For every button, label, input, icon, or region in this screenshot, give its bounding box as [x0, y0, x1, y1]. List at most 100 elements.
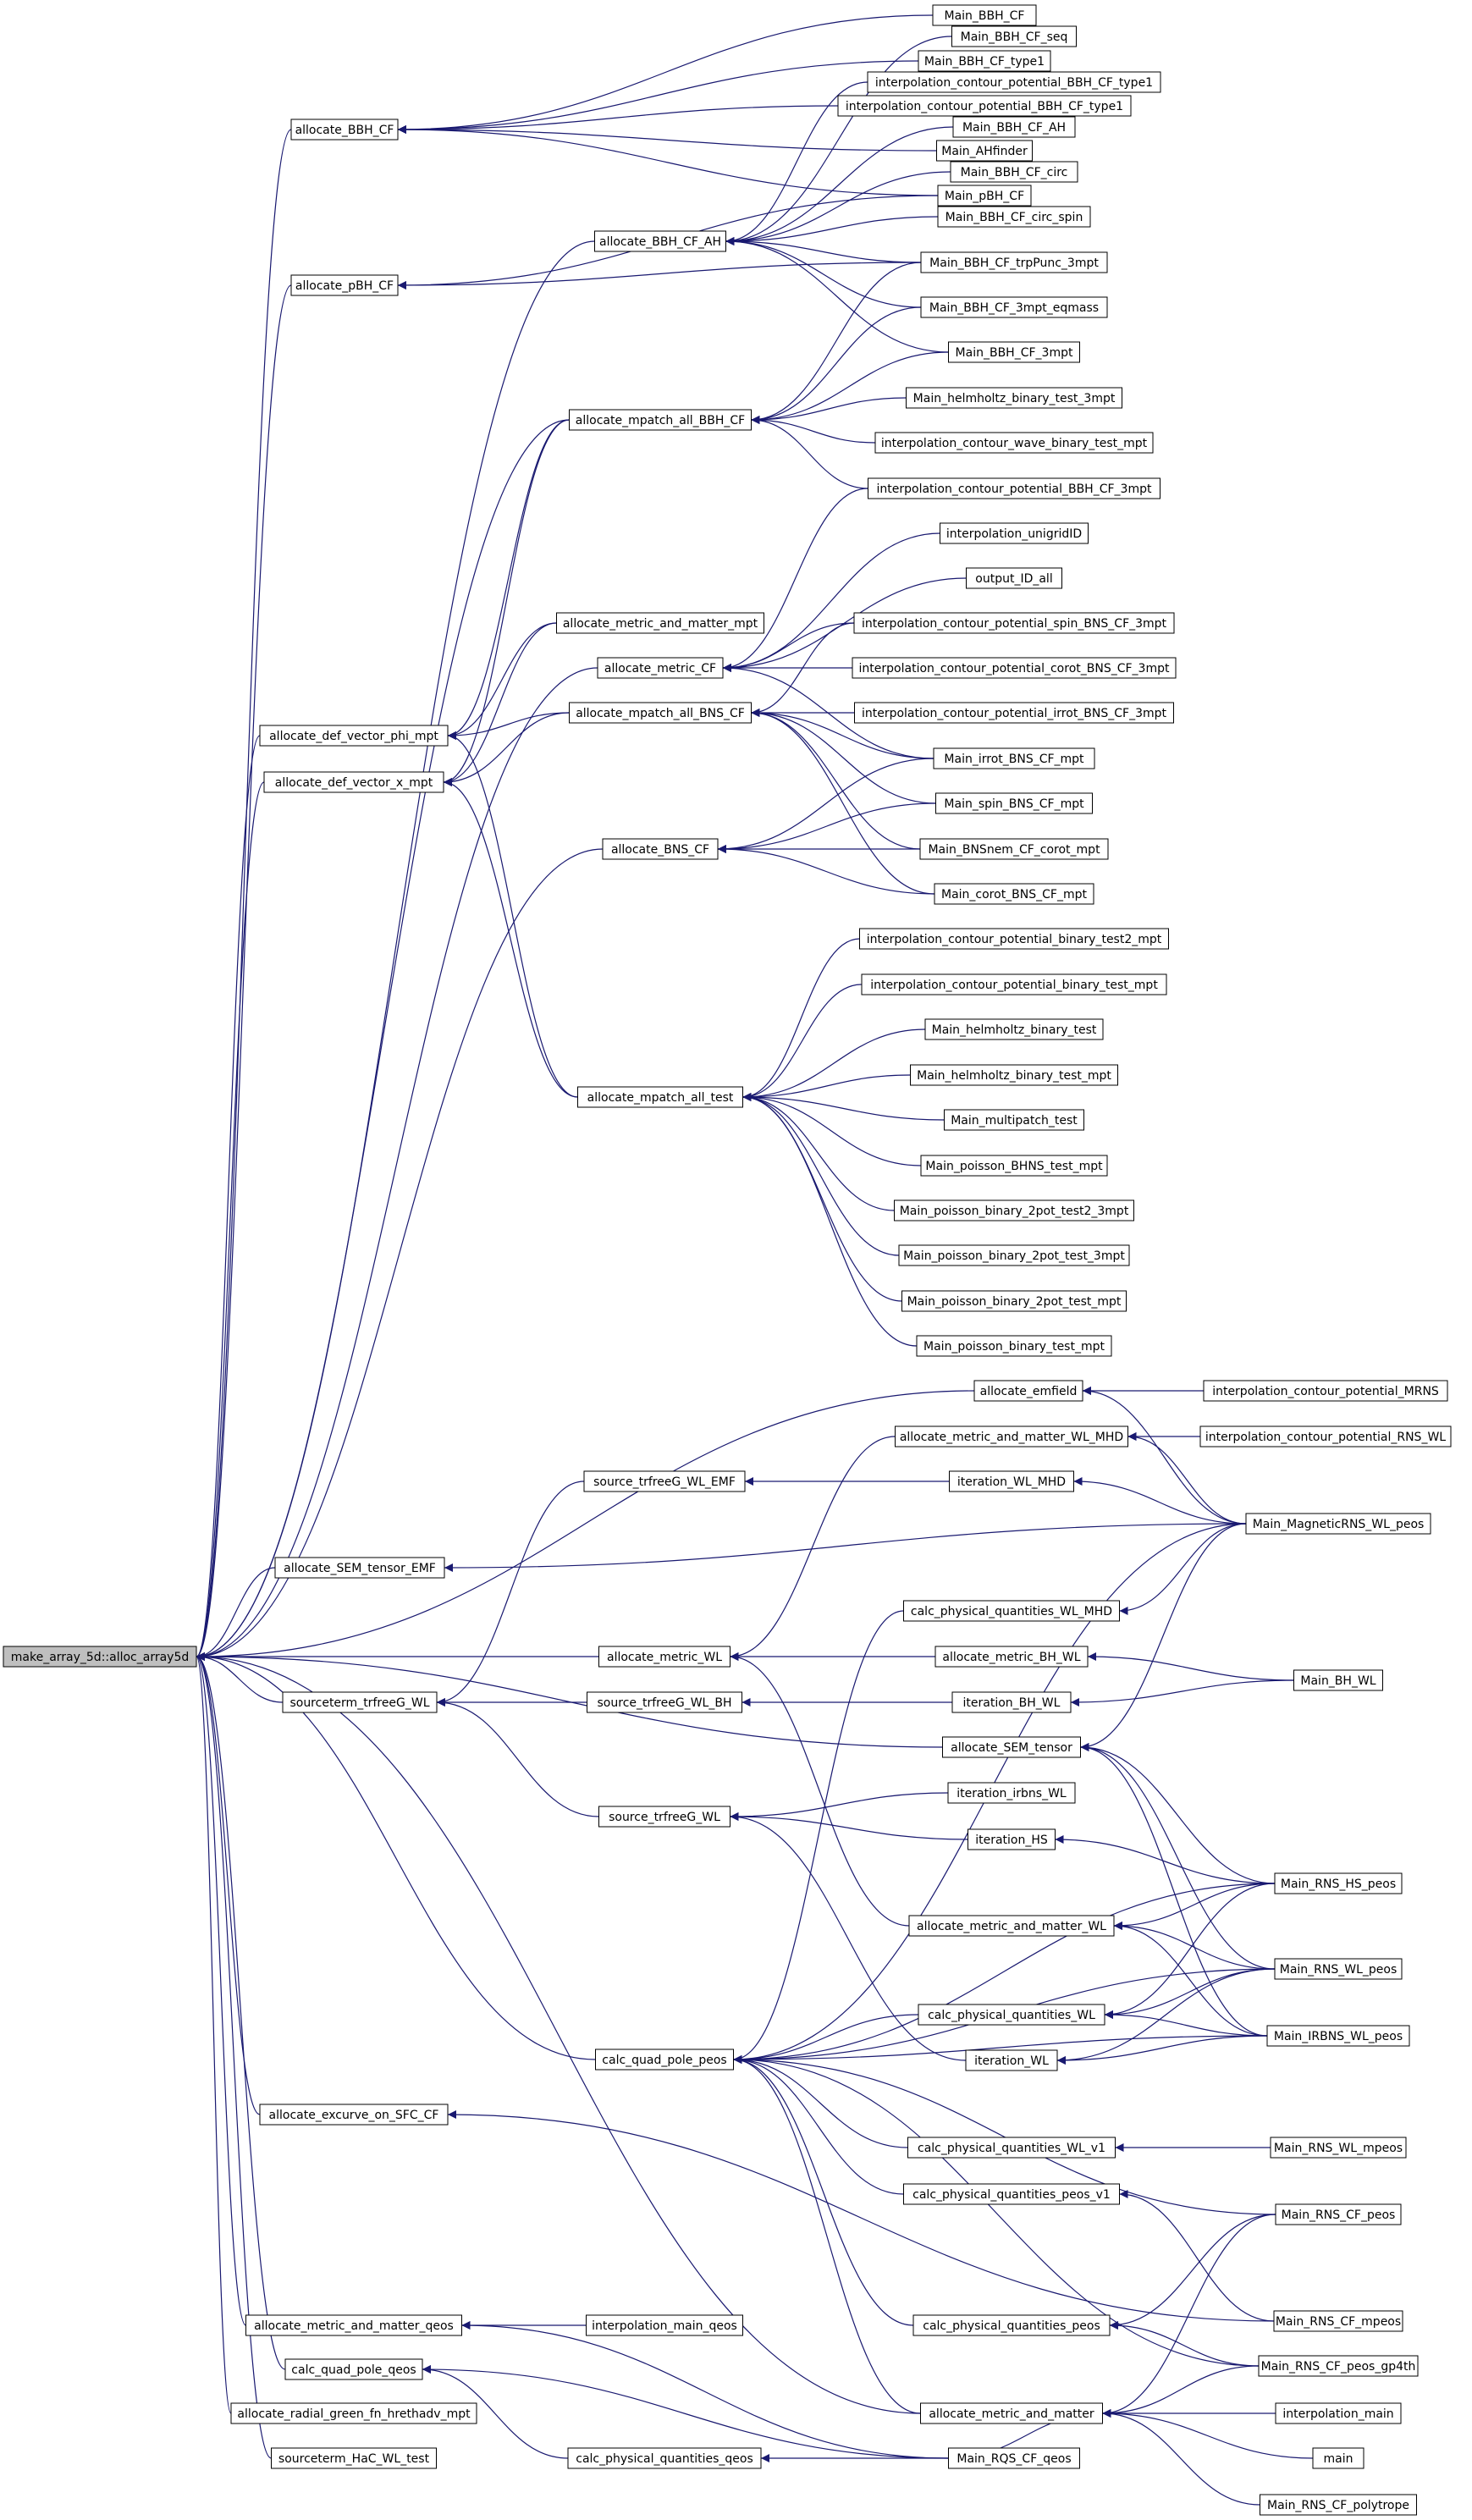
function-node-calc-physical-quantities-qeos[interactable]: calc_physical_quantities_qeos	[567, 2447, 762, 2469]
function-node-main-poisson-binary-2pot-test-mpt[interactable]: Main_poisson_binary_2pot_test_mpt	[901, 1290, 1127, 1312]
function-node-interpolation-contour-potential-spin-bns-cf-3mpt[interactable]: interpolation_contour_potential_spin_BNS…	[853, 612, 1175, 634]
function-node-main-bbh-cf-ah[interactable]: Main_BBH_CF_AH	[952, 116, 1076, 138]
function-node-allocate-def-vector-phi-mpt[interactable]: allocate_def_vector_phi_mpt	[259, 725, 449, 747]
function-node-interpolation-contour-potential-bbh-cf-3mpt[interactable]: interpolation_contour_potential_BBH_CF_3…	[868, 477, 1161, 499]
function-node-allocate-radial-green-fn-hrethadv-mpt[interactable]: allocate_radial_green_fn_hrethadv_mpt	[230, 2402, 477, 2424]
call-edge	[1087, 1652, 1294, 1681]
function-node-interpolation-contour-potential-corot-bns-cf-3mpt[interactable]: interpolation_contour_potential_corot_BN…	[852, 657, 1177, 679]
function-node-main-pbh-cf[interactable]: Main_pBH_CF	[937, 185, 1032, 207]
function-node-allocate-emfield[interactable]: allocate_emfield	[973, 1380, 1083, 1402]
function-node-allocate-metric-wl[interactable]: allocate_metric_WL	[598, 1646, 730, 1668]
function-node-iteration-bh-wl[interactable]: iteration_BH_WL	[951, 1691, 1072, 1713]
function-node-main-bbh-cf[interactable]: Main_BBH_CF	[932, 4, 1037, 26]
function-node-main-bbh-cf-3mpt-eqmass[interactable]: Main_BBH_CF_3mpt_eqmass	[920, 296, 1108, 318]
function-node-main-ahfinder[interactable]: Main_AHfinder	[936, 140, 1033, 162]
function-node-main-helmholtz-binary-test[interactable]: Main_helmholtz_binary_test	[924, 1018, 1104, 1040]
function-node-main-helmholtz-binary-test-3mpt[interactable]: Main_helmholtz_binary_test_3mpt	[906, 387, 1122, 409]
function-node-main-rns-cf-mpeos[interactable]: Main_RNS_CF_mpeos	[1273, 2310, 1403, 2332]
function-node-allocate-bbh-cf[interactable]: allocate_BBH_CF	[290, 119, 399, 141]
function-node-allocate-metric-and-matter-wl-mhd[interactable]: allocate_metric_and_matter_WL_MHD	[895, 1425, 1128, 1447]
function-node-interpolation-unigridid[interactable]: interpolation_unigridID	[940, 522, 1089, 544]
call-edge	[733, 2055, 914, 2326]
function-node-iteration-wl[interactable]: iteration_WL	[965, 2049, 1058, 2071]
function-node-main-corot-bns-cf-mpt[interactable]: Main_corot_BNS_CF_mpt	[934, 883, 1094, 905]
function-node-interpolation-contour-potential-binary-test-mpt[interactable]: interpolation_contour_potential_binary_t…	[861, 973, 1167, 995]
function-node-allocate-excurve-on-sfc-cf[interactable]: allocate_excurve_on_SFC_CF	[259, 2104, 449, 2126]
function-node-sourceterm-hac-wl-test[interactable]: sourceterm_HaC_WL_test	[271, 2447, 437, 2469]
function-node-allocate-metric-and-matter-qeos[interactable]: allocate_metric_and_matter_qeos	[245, 2314, 462, 2336]
function-node-main-magneticrns-wl-peos[interactable]: Main_MagneticRNS_WL_peos	[1245, 1513, 1431, 1535]
function-node-main-bbh-cf-circ-spin[interactable]: Main_BBH_CF_circ_spin	[937, 206, 1091, 228]
function-node-main-multipatch-test[interactable]: Main_multipatch_test	[944, 1109, 1084, 1131]
root-function-node[interactable]: make_array_5d::alloc_array5d	[3, 1646, 197, 1668]
function-node-source-trfreeg-wl[interactable]: source_trfreeG_WL	[598, 1806, 730, 1828]
function-node-main-rns-wl-mpeos[interactable]: Main_RNS_WL_mpeos	[1270, 2137, 1407, 2159]
function-node-calc-physical-quantities-peos-v1[interactable]: calc_physical_quantities_peos_v1	[903, 2183, 1120, 2205]
function-node-main-bnsnem-cf-corot-mpt[interactable]: Main_BNSnem_CF_corot_mpt	[919, 838, 1109, 860]
function-node-main-irbns-wl-peos[interactable]: Main_IRBNS_WL_peos	[1266, 2025, 1410, 2047]
call-edge	[725, 237, 922, 308]
function-node-calc-physical-quantities-wl[interactable]: calc_physical_quantities_WL	[918, 2004, 1105, 2026]
function-node-allocate-def-vector-x-mpt[interactable]: allocate_def_vector_x_mpt	[263, 771, 444, 793]
function-node-calc-physical-quantities-peos[interactable]: calc_physical_quantities_peos	[912, 2314, 1111, 2336]
function-node-allocate-sem-tensor-emf[interactable]: allocate_SEM_tensor_EMF	[274, 1557, 445, 1579]
function-node-main-helmholtz-binary-test-mpt[interactable]: Main_helmholtz_binary_test_mpt	[910, 1064, 1118, 1086]
function-node-allocate-mpatch-all-bbh-cf[interactable]: allocate_mpatch_all_BBH_CF	[569, 409, 752, 431]
function-node-interpolation-contour-potential-bbh-cf-type1-b[interactable]: interpolation_contour_potential_BBH_CF_t…	[867, 71, 1161, 93]
function-node-allocate-metric-and-matter[interactable]: allocate_metric_and_matter	[920, 2402, 1103, 2424]
function-node-interpolation-main-qeos[interactable]: interpolation_main_qeos	[586, 2314, 743, 2336]
function-node-allocate-mpatch-all-test[interactable]: allocate_mpatch_all_test	[577, 1086, 743, 1108]
function-node-interpolation-main[interactable]: interpolation_main	[1275, 2402, 1402, 2424]
function-node-main-bh-wl[interactable]: Main_BH_WL	[1293, 1669, 1383, 1691]
function-node-main-bbh-cf-type1[interactable]: Main_BBH_CF_type1	[918, 50, 1051, 72]
function-node-main-rns-cf-peos[interactable]: Main_RNS_CF_peos	[1275, 2203, 1402, 2225]
function-node-iteration-hs[interactable]: iteration_HS	[968, 1828, 1056, 1850]
function-node-main[interactable]: main	[1312, 2447, 1364, 2469]
function-node-allocate-pbh-cf[interactable]: allocate_pBH_CF	[290, 274, 399, 296]
function-node-main-bbh-cf-trppunc-3mpt[interactable]: Main_BBH_CF_trpPunc_3mpt	[920, 251, 1108, 273]
function-node-calc-quad-pole-qeos[interactable]: calc_quad_pole_qeos	[284, 2358, 423, 2380]
function-node-main-irrot-bns-cf-mpt[interactable]: Main_irrot_BNS_CF_mpt	[933, 747, 1095, 769]
function-node-main-bbh-cf-circ[interactable]: Main_BBH_CF_circ	[950, 161, 1078, 183]
function-node-allocate-metric-bh-wl[interactable]: allocate_metric_BH_WL	[934, 1646, 1089, 1668]
function-node-sourceterm-trfreeg-wl[interactable]: sourceterm_trfreeG_WL	[282, 1691, 438, 1713]
function-node-main-rns-cf-polytrope[interactable]: Main_RNS_CF_polytrope	[1260, 2494, 1417, 2516]
function-node-allocate-mpatch-all-bns-cf[interactable]: allocate_mpatch_all_BNS_CF	[569, 702, 752, 724]
function-node-main-rns-hs-peos[interactable]: Main_RNS_HS_peos	[1274, 1872, 1403, 1894]
function-node-allocate-metric-cf[interactable]: allocate_metric_CF	[597, 657, 724, 679]
function-node-iteration-irbns-wl[interactable]: iteration_irbns_WL	[947, 1782, 1076, 1804]
function-node-main-poisson-bhns-test-mpt[interactable]: Main_poisson_BHNS_test_mpt	[920, 1155, 1108, 1177]
function-node-allocate-bns-cf[interactable]: allocate_BNS_CF	[602, 838, 719, 860]
function-node-calc-physical-quantities-wl-mhd[interactable]: calc_physical_quantities_WL_MHD	[903, 1600, 1120, 1622]
function-node-interpolation-contour-potential-bbh-cf-type1-a[interactable]: interpolation_contour_potential_BBH_CF_t…	[837, 95, 1132, 117]
node-box	[920, 2402, 1103, 2424]
function-node-main-bbh-cf-3mpt[interactable]: Main_BBH_CF_3mpt	[948, 341, 1080, 363]
function-node-interpolation-contour-potential-rns-wl[interactable]: interpolation_contour_potential_RNS_WL	[1199, 1425, 1452, 1447]
node-label: source_trfreeG_WL_EMF	[593, 1475, 736, 1489]
function-node-interpolation-contour-potential-mrns[interactable]: interpolation_contour_potential_MRNS	[1203, 1380, 1448, 1402]
function-node-allocate-sem-tensor[interactable]: allocate_SEM_tensor	[942, 1736, 1081, 1758]
function-node-source-trfreeg-wl-bh[interactable]: source_trfreeG_WL_BH	[587, 1691, 742, 1713]
call-edge	[717, 758, 934, 853]
function-node-allocate-metric-and-matter-mpt[interactable]: allocate_metric_and_matter_mpt	[556, 612, 764, 634]
function-node-interpolation-contour-potential-irrot-bns-cf-3mpt[interactable]: interpolation_contour_potential_irrot_BN…	[854, 702, 1174, 724]
function-node-main-poisson-binary-2pot-test-3mpt[interactable]: Main_poisson_binary_2pot_test_3mpt	[898, 1244, 1130, 1266]
function-node-output-id-all[interactable]: output_ID_all	[966, 567, 1062, 589]
call-edge	[444, 1523, 1247, 1572]
function-node-main-poisson-binary-test-mpt[interactable]: Main_poisson_binary_test_mpt	[916, 1335, 1112, 1357]
function-node-main-bbh-cf-seq[interactable]: Main_BBH_CF_seq	[951, 25, 1077, 47]
function-node-main-rns-cf-peos-gp4th[interactable]: Main_RNS_CF_peos_gp4th	[1258, 2355, 1419, 2377]
function-node-allocate-bbh-cf-ah[interactable]: allocate_BBH_CF_AH	[594, 230, 726, 252]
function-node-main-rns-wl-peos[interactable]: Main_RNS_WL_peos	[1274, 1958, 1403, 1980]
function-node-iteration-wl-mhd[interactable]: iteration_WL_MHD	[949, 1470, 1074, 1492]
function-node-source-trfreeg-wl-emf[interactable]: source_trfreeG_WL_EMF	[583, 1470, 746, 1492]
function-node-calc-physical-quantities-wl-v1[interactable]: calc_physical_quantities_WL_v1	[907, 2137, 1116, 2159]
function-node-allocate-metric-and-matter-wl[interactable]: allocate_metric_and_matter_WL	[908, 1915, 1115, 1937]
function-node-main-spin-bns-cf-mpt[interactable]: Main_spin_BNS_CF_mpt	[935, 792, 1093, 814]
node-box	[944, 1109, 1084, 1131]
function-node-main-rqs-cf-qeos[interactable]: Main_RQS_CF_qeos	[948, 2447, 1080, 2469]
function-node-interpolation-contour-wave-binary-test-mpt[interactable]: interpolation_contour_wave_binary_test_m…	[874, 432, 1154, 454]
function-node-calc-quad-pole-peos[interactable]: calc_quad_pole_peos	[595, 2049, 734, 2071]
function-node-main-poisson-binary-2pot-test2-3mpt[interactable]: Main_poisson_binary_2pot_test2_3mpt	[894, 1199, 1134, 1221]
function-node-interpolation-contour-potential-binary-test2-mpt[interactable]: interpolation_contour_potential_binary_t…	[859, 928, 1169, 950]
